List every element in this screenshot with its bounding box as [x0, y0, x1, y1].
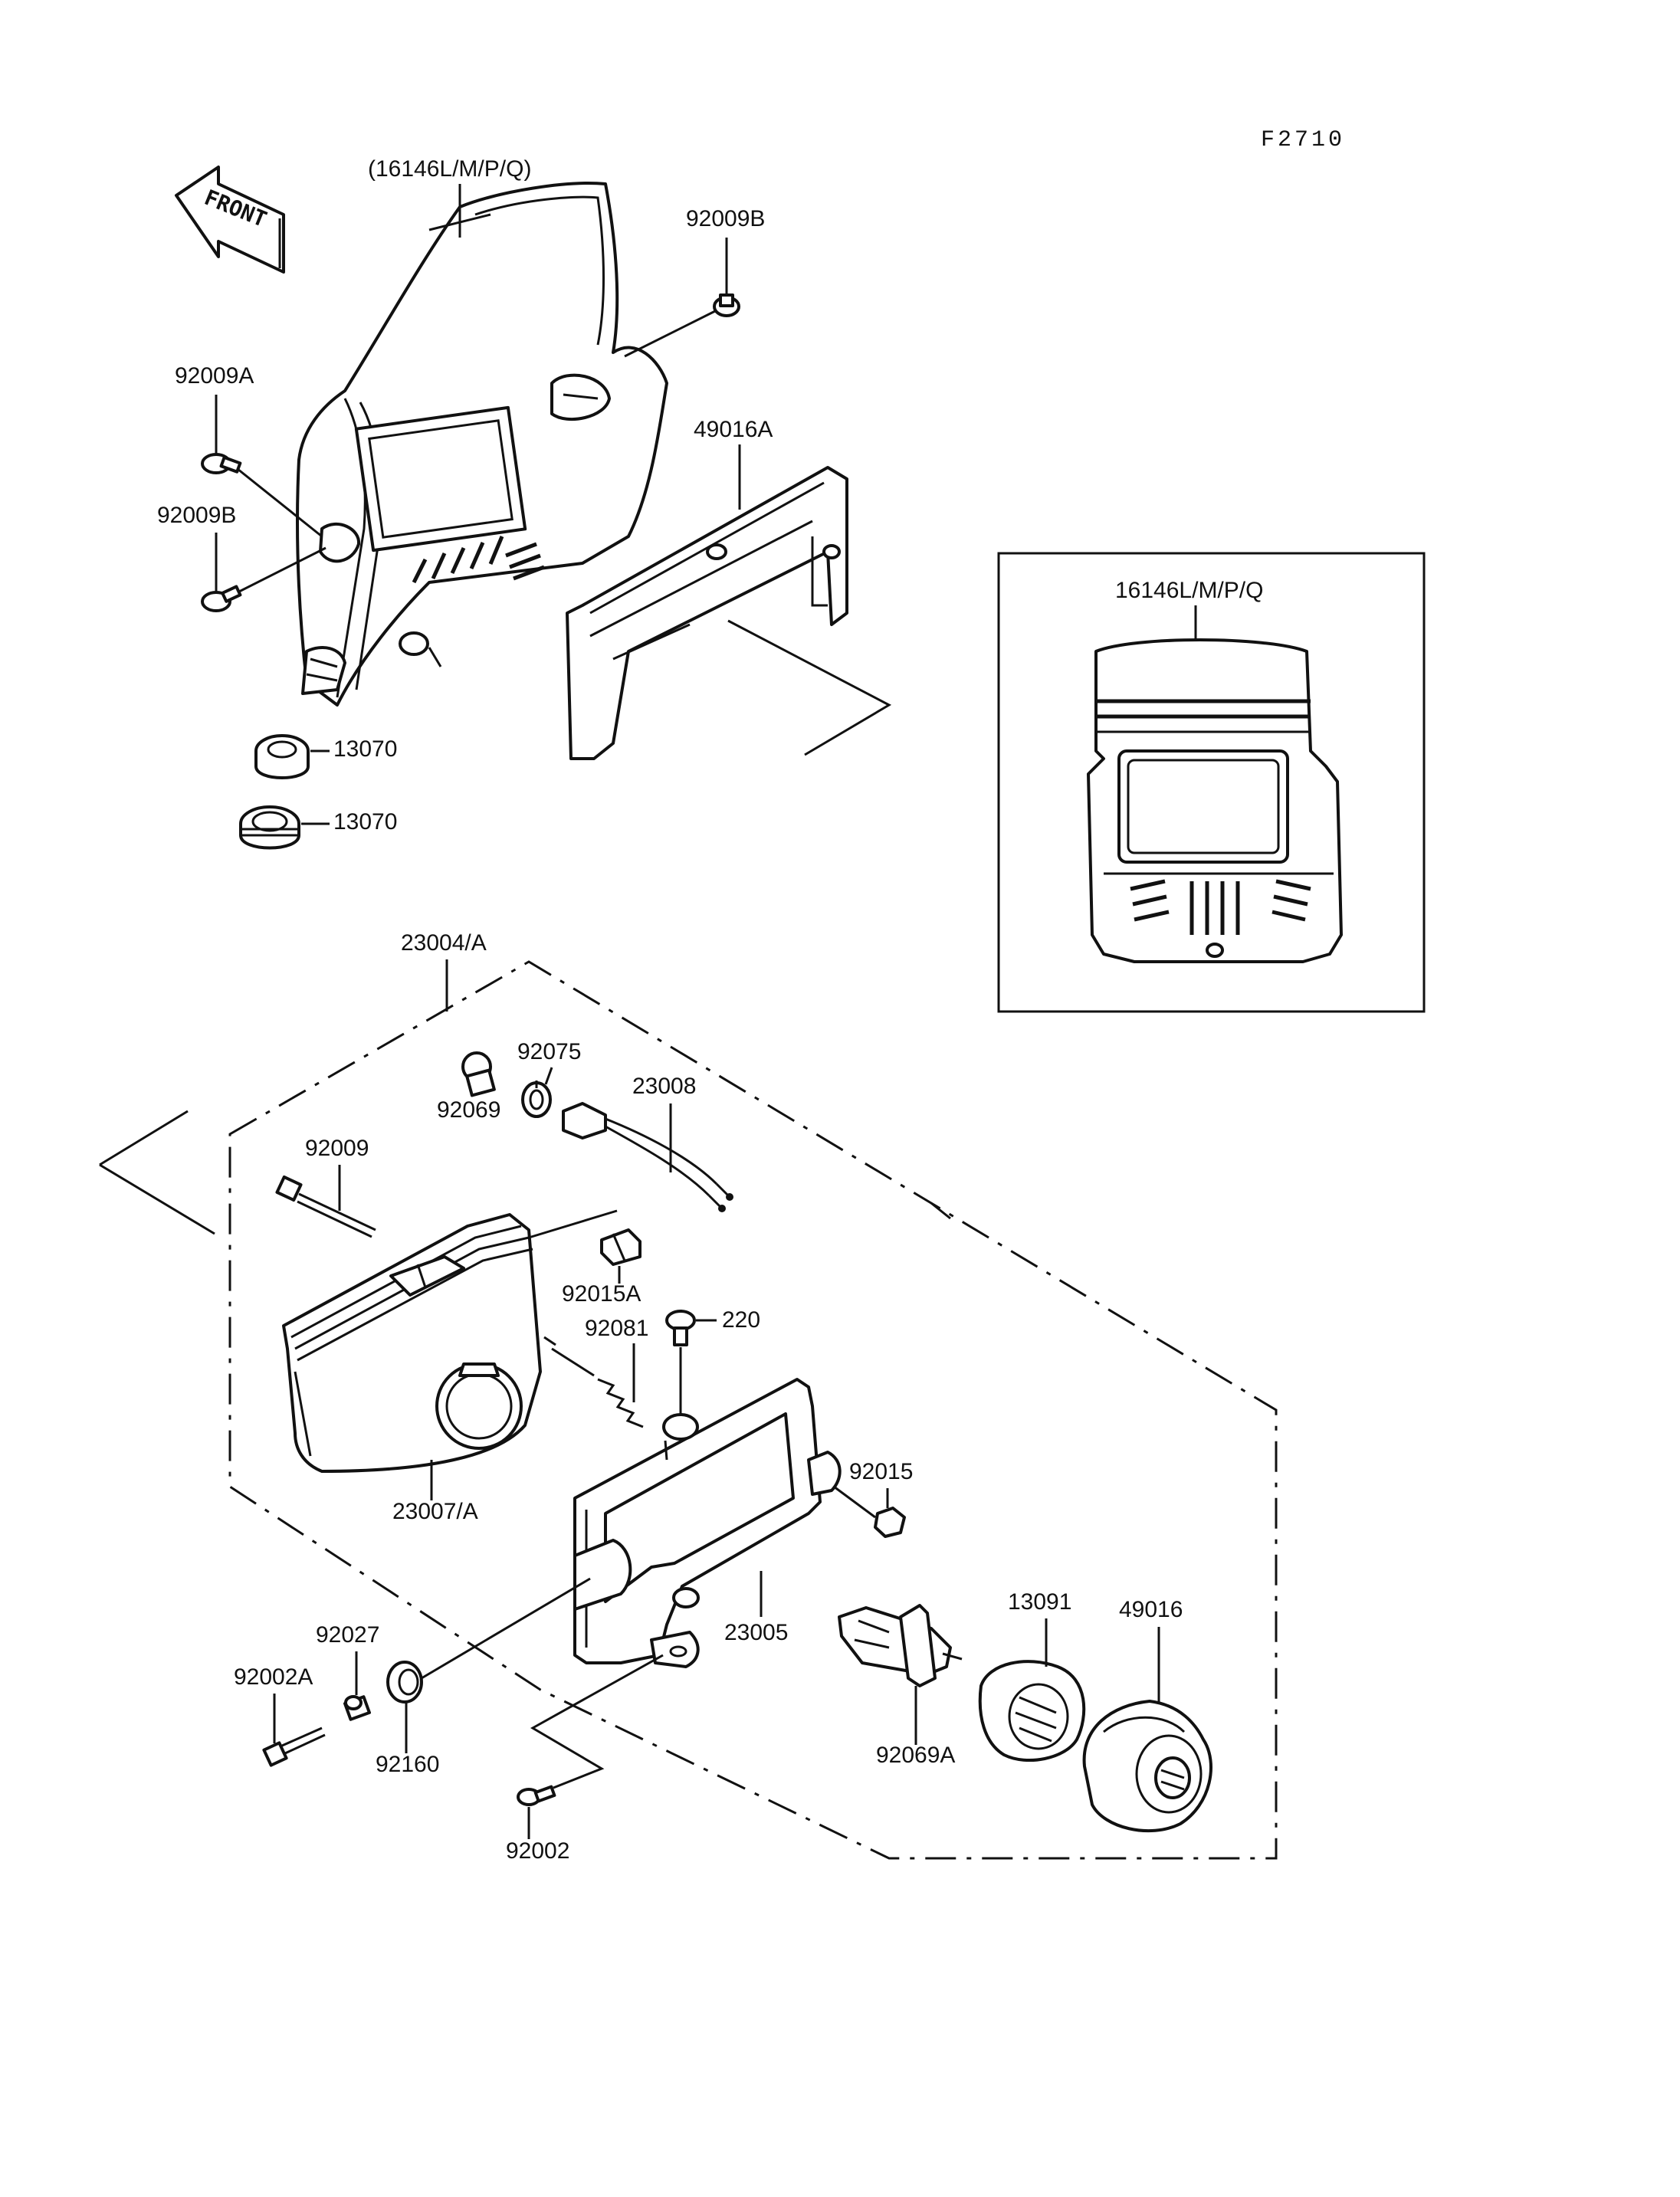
- socket-wire-23008-icon: [562, 1102, 733, 1212]
- label-frame: 23005: [724, 1620, 788, 1645]
- assembly-boundary: [228, 960, 1278, 1860]
- front-arrow-icon: FRONT: [175, 166, 285, 274]
- label-bracket-top: 49016A: [694, 417, 773, 442]
- screw-220-icon: [665, 1310, 696, 1346]
- bolt-92009a-icon: [201, 453, 242, 474]
- label-boot: 13091: [1008, 1589, 1071, 1615]
- grommet-13070-upper-icon: [254, 734, 310, 779]
- label-grommet-92160: 92160: [376, 1752, 439, 1777]
- cover-49016-icon: [1082, 1700, 1212, 1833]
- collar-92027-icon: [343, 1695, 371, 1721]
- bulb-92069-icon: [461, 1051, 496, 1097]
- grommet-13070-lower-icon: [239, 805, 300, 850]
- grommet-92160-icon: [386, 1661, 423, 1703]
- label-grommet-small: 92075: [517, 1039, 581, 1064]
- cowl-louvers: [412, 536, 545, 584]
- label-bolt-b-top: 92009B: [686, 206, 765, 231]
- screw-92002-icon: [517, 1785, 556, 1806]
- label-bolt-a: 92009A: [175, 363, 254, 389]
- label-nut: 92015: [849, 1459, 913, 1484]
- bolt-92009b-left-icon: [201, 585, 242, 612]
- frame-23005: [573, 1378, 842, 1668]
- label-bulb-small: 92069: [437, 1097, 500, 1123]
- label-socket-wire: 23008: [632, 1074, 696, 1099]
- label-assembly: 23004/A: [401, 930, 487, 956]
- lens-unit-23007a: [282, 1213, 542, 1473]
- bolt-92009-long-icon: [275, 1175, 376, 1238]
- label-screw-220: 220: [722, 1307, 760, 1333]
- label-cover: 49016: [1119, 1597, 1183, 1622]
- label-screw-adj: 92081: [585, 1316, 648, 1341]
- grommet-92075-icon: [521, 1080, 552, 1118]
- adjust-screw-92081-icon: [543, 1336, 644, 1428]
- label-screw-2002: 92002: [506, 1838, 569, 1864]
- nut-92015-icon: [874, 1507, 906, 1538]
- bulb-92069a-icon: [838, 1604, 963, 1687]
- clip-92015a-icon: [600, 1228, 641, 1266]
- boot-13091-icon: [978, 1660, 1086, 1762]
- label-cowl-inset: 16146L/M/P/Q: [1115, 578, 1263, 603]
- figure-code: F2710: [1261, 127, 1345, 153]
- label-bulb-main: 92069A: [876, 1743, 955, 1768]
- label-collar: 92027: [316, 1622, 379, 1648]
- bolt-92009b-top-icon: [713, 293, 740, 317]
- label-bolt-long: 92009: [305, 1136, 369, 1161]
- inset-frame: [997, 552, 1426, 1013]
- label-grommet-2: 13070: [333, 809, 397, 835]
- label-grommet-1: 13070: [333, 736, 397, 762]
- label-bolt-2002a: 92002A: [234, 1664, 313, 1690]
- label-bolt-b-left: 92009B: [157, 503, 236, 528]
- headlight-cowl: [296, 182, 668, 707]
- label-lens-unit: 23007/A: [392, 1499, 478, 1524]
- bracket-49016a: [566, 466, 848, 760]
- label-clip: 92015A: [562, 1281, 641, 1307]
- label-cowl-top: (16146L/M/P/Q): [368, 156, 531, 182]
- bolt-92002a-icon: [262, 1726, 326, 1767]
- cowl-inset-drawing: [1087, 638, 1343, 963]
